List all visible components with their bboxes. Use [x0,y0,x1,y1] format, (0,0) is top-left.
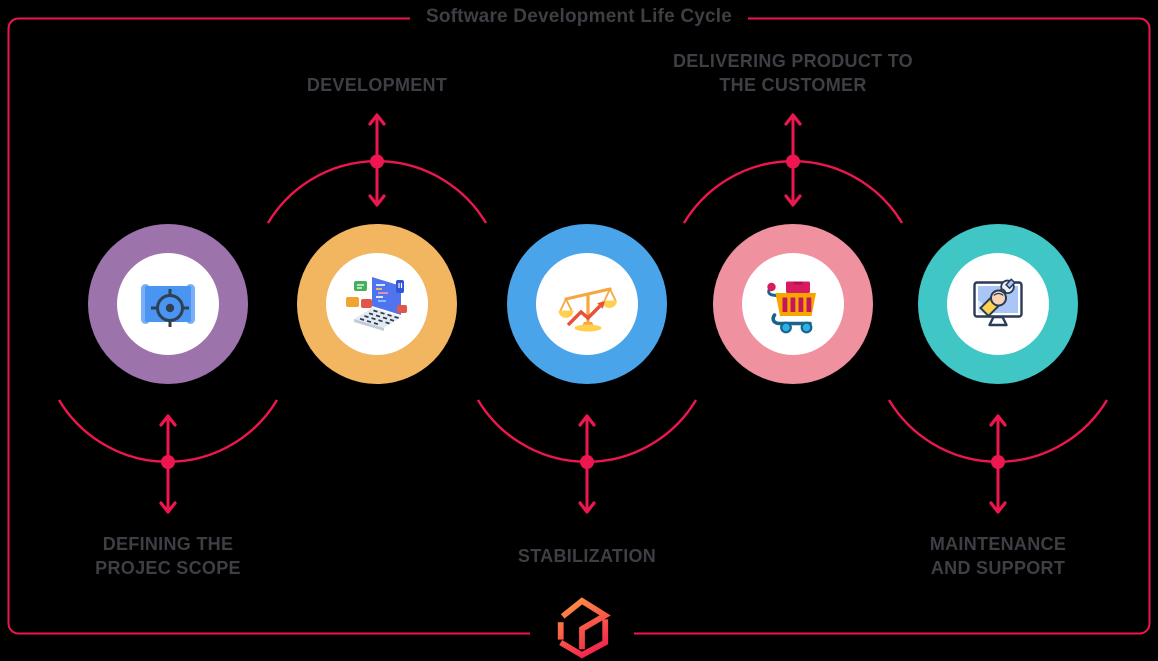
connector-dot [370,154,384,169]
arrowhead-up-icon [784,113,802,126]
stage-connector-defining [57,399,279,514]
arrowhead-down-icon [784,194,802,207]
shopping-cart-icon [767,281,816,334]
stage-label-development: DEVELOPMENT [306,75,448,95]
crosshair-icon [151,289,189,327]
arrowhead-up-icon [159,414,177,427]
laptop-code-icon [346,277,407,331]
monitor-wrench-icon [973,278,1023,327]
balance-scale-icon [558,287,617,332]
stage-circle-development [297,224,457,384]
stage-inner-circle [326,253,428,355]
arrowhead-up-icon [368,113,386,126]
stage-inner-circle [117,253,219,355]
stage-connector-development [266,113,488,224]
connector-dot [991,455,1005,469]
stage-label-stabilization: STABILIZATION [517,546,657,566]
blueprint-target-icon [141,284,195,327]
stage-circle-defining [88,224,248,384]
diagram-title: Software Development Life Cycle [409,4,749,30]
logo-container [530,595,634,661]
stage-circle-delivering [713,224,873,384]
stage-connector-delivering [682,113,904,224]
arrowhead-down-icon [368,194,386,207]
arrowhead-down-icon [159,501,177,514]
stage-connector-maintenance [887,399,1109,514]
stage-inner-circle [742,253,844,355]
arrowhead-down-icon [989,501,1007,514]
connector-dot [580,455,594,469]
stage-inner-circle [947,253,1049,355]
stage-inner-circle [536,253,638,355]
stage-label-defining: DEFINING THE PROJEC SCOPE [95,534,241,578]
stage-label-maintenance: MAINTENANCE AND SUPPORT [929,534,1067,578]
connector-dot [161,455,175,469]
stage-circle-maintenance [918,224,1078,384]
arrowhead-up-icon [578,414,596,427]
cube-logo [557,597,611,659]
stage-circle-stabilization [507,224,667,384]
connector-dot [786,154,800,169]
stage-label-delivering: DELIVERING PRODUCT TO THE CUSTOMER [673,51,913,95]
arrowhead-down-icon [578,501,596,514]
arrowhead-up-icon [989,414,1007,427]
stage-connector-stabilization [476,399,698,514]
